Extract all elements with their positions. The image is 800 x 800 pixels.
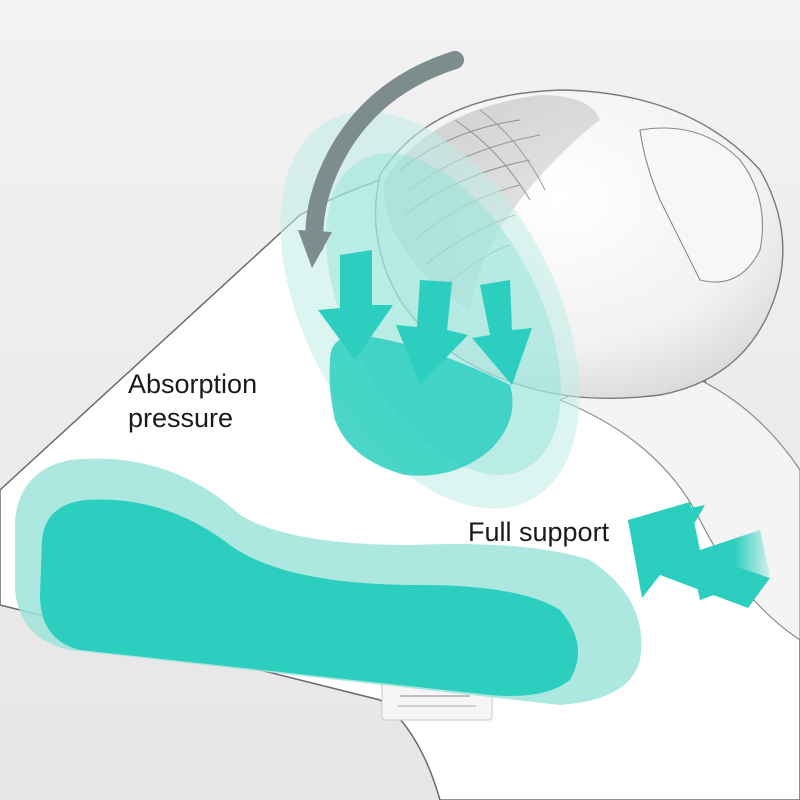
pressure-zone-inner (329, 335, 513, 476)
absorption-label-line1: Absorption (128, 369, 258, 399)
pillow-contour-inner (40, 499, 578, 696)
curved-rotation-arrow-icon (298, 51, 464, 268)
absorption-label-line2: pressure (128, 403, 234, 433)
down-arrow-icon (472, 280, 532, 385)
absorption-pressure-label: Absorption pressure (128, 367, 257, 435)
diagonal-arrow-icon (628, 502, 770, 608)
down-arrow-icon (318, 250, 393, 360)
ear-shape (639, 127, 763, 283)
down-arrow-icon (396, 280, 468, 385)
full-support-label: Full support (468, 517, 610, 547)
